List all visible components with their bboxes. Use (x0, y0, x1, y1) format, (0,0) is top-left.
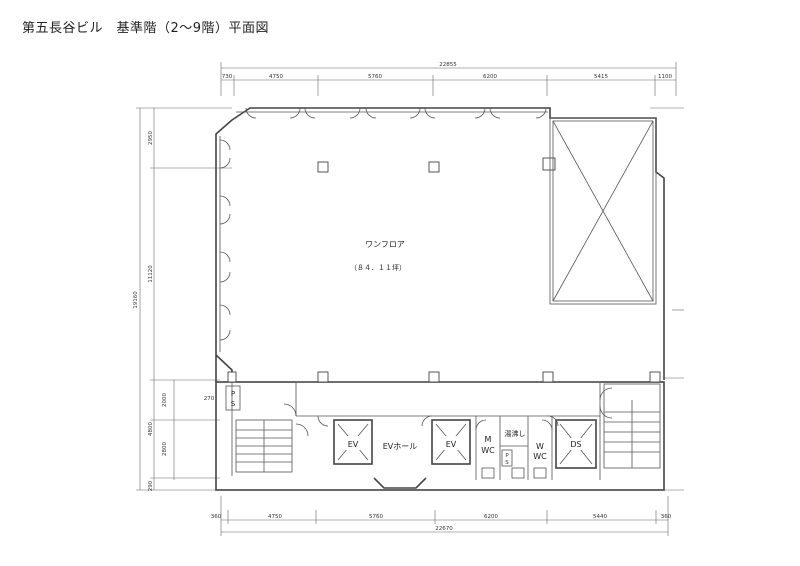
bottom-dim-4: 6200 (484, 514, 498, 520)
top-dim-5: 5415 (594, 74, 608, 80)
ps-small-p: P (505, 453, 509, 459)
top-dim-6: 1100 (658, 74, 672, 80)
drawing-title: 第五長谷ビル 基準階（2〜9階）平面図 (22, 21, 270, 36)
wc-men-m: M (485, 435, 492, 444)
left-dim-3: 2000 (162, 393, 168, 407)
top-dimensions: 22855 730 4750 5760 6200 5415 1100 (220, 62, 677, 96)
left-dim-5: 290 (148, 480, 154, 491)
bottom-dim-6: 360 (661, 514, 672, 520)
wc-women-wc: WC (533, 452, 547, 461)
top-dim-4: 6200 (483, 74, 497, 80)
ps-small-s: S (505, 460, 509, 466)
top-dim-1: 730 (222, 74, 233, 80)
wc-men-wc: WC (481, 446, 495, 455)
left-stair (235, 403, 309, 473)
floor-name-label: ワンフロア (365, 240, 405, 249)
ds-label: DS (570, 440, 581, 449)
kitchen-label: 湯沸し (505, 429, 526, 438)
bottom-dim-3: 5760 (369, 514, 383, 520)
ev-hall-bay (373, 477, 427, 489)
right-stair (599, 383, 661, 469)
window-swings (219, 107, 547, 341)
floor-area-label: （８４．１１坪） (350, 264, 406, 272)
ev-hall-label: EVホール (383, 442, 418, 451)
left-sub-dimension: 4800 (148, 422, 154, 436)
bottom-total-dimension: 22670 (435, 526, 453, 532)
bottom-dimensions: 360 4750 5760 6200 5440 360 22670 (211, 496, 672, 536)
wc-area: M WC W WC 湯沸し P S (475, 416, 553, 480)
ds-shaft: DS (555, 419, 597, 469)
top-total-dimension: 22855 (439, 62, 457, 68)
left-dim-4: 2800 (162, 442, 168, 456)
left-dimensions: 19160 2950 11120 2000 2800 290 4800 270 (133, 107, 232, 491)
left-dim-1: 2950 (148, 131, 154, 145)
elevator-left: EV (333, 419, 373, 465)
right-ticks (650, 107, 684, 491)
bottom-dim-2: 4750 (268, 514, 282, 520)
core-door-swings (317, 415, 559, 427)
bottom-dim-5: 5440 (593, 514, 607, 520)
ev-left-label: EV (348, 440, 359, 449)
left-small-dimension: 270 (204, 396, 215, 402)
left-dim-2: 11120 (148, 265, 154, 283)
void-area (549, 117, 657, 305)
bottom-dim-1: 360 (211, 514, 222, 520)
ev-right-label: EV (446, 440, 457, 449)
left-total-dimension: 19160 (133, 291, 139, 309)
ps-left-s: S (231, 400, 236, 408)
ps-left-p: P (231, 390, 235, 398)
ps-left: P S (225, 385, 241, 411)
elevator-right: EV (431, 419, 471, 465)
wc-women-w: W (536, 442, 544, 451)
top-dim-2: 4750 (269, 74, 283, 80)
top-dim-3: 5760 (368, 74, 382, 80)
structural-columns (227, 157, 661, 383)
